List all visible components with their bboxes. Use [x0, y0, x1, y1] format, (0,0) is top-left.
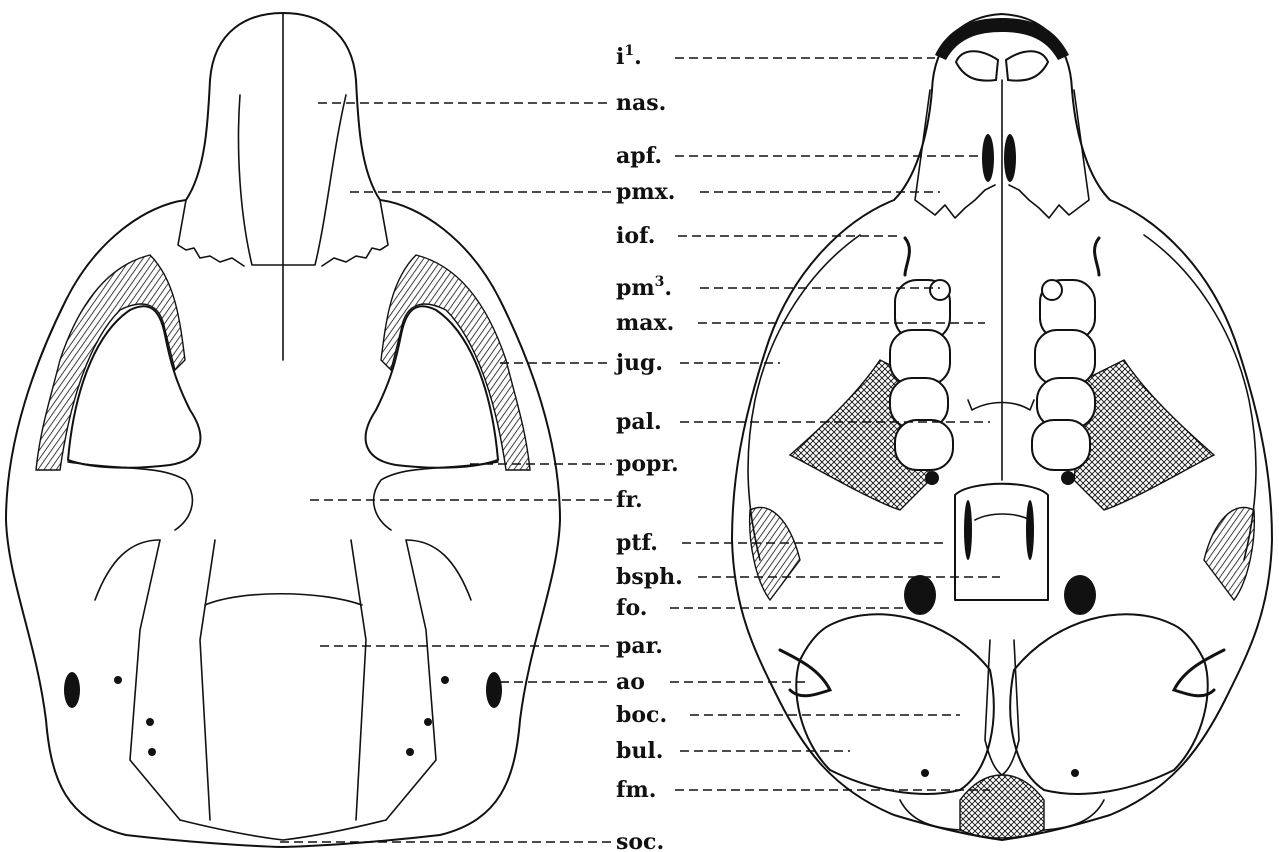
ventral-condyle-foramen: [1071, 769, 1079, 777]
dorsal-foramen: [406, 748, 414, 756]
dorsal-foramen: [441, 676, 449, 684]
label-iof: iof.: [616, 223, 655, 249]
label-bsph: bsph.: [616, 564, 683, 590]
ventral-condyle-foramen: [921, 769, 929, 777]
label-pm3: pm3.: [616, 274, 672, 301]
label-soc: soc.: [616, 829, 664, 852]
label-popr: popr.: [616, 451, 679, 477]
dorsal-ear-left: [64, 672, 80, 708]
label-i1: i1.: [616, 43, 642, 70]
label-fo: fo.: [616, 595, 647, 621]
ventral-ptf-left: [964, 500, 972, 560]
label-ptf: ptf.: [616, 530, 658, 556]
ventral-apf-right: [1004, 134, 1016, 182]
dorsal-foramen: [148, 748, 156, 756]
dorsal-foramen: [146, 718, 154, 726]
label-par: par.: [616, 633, 663, 659]
label-pmx: pmx.: [616, 179, 675, 205]
ventral-fo-left: [904, 575, 936, 615]
label-fm: fm.: [616, 777, 656, 803]
dorsal-skull-view: [6, 13, 560, 847]
label-fr: fr.: [616, 487, 643, 513]
label-boc: boc.: [616, 702, 667, 728]
dorsal-ear-right: [486, 672, 502, 708]
label-max: max.: [616, 310, 674, 336]
label-apf: apf.: [616, 143, 662, 169]
label-pal: pal.: [616, 409, 662, 435]
dorsal-foramen: [114, 676, 122, 684]
label-ao: ao: [616, 669, 645, 695]
ventral-apf-left: [982, 134, 994, 182]
label-nas: nas.: [616, 90, 666, 116]
ventral-ptf-right: [1026, 500, 1034, 560]
label-bul: bul.: [616, 738, 663, 764]
ventral-fo-right: [1064, 575, 1096, 615]
ventral-skull-view: [732, 14, 1272, 840]
label-jug: jug.: [614, 350, 663, 376]
dorsal-foramen: [424, 718, 432, 726]
